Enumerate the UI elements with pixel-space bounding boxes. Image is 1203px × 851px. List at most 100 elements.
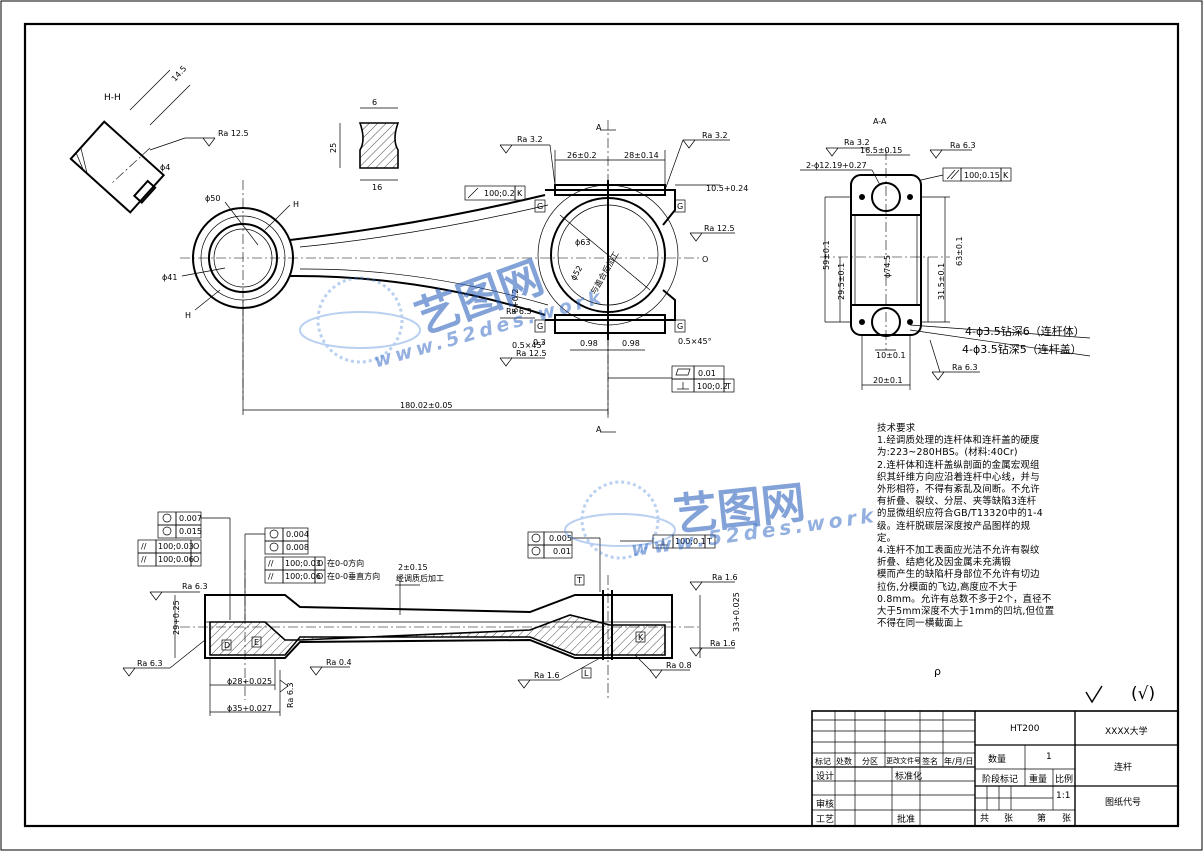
section-h-top: H (293, 200, 299, 209)
section-a-top: A (596, 123, 602, 132)
ra-side-7: Ra 1.6 (712, 573, 738, 582)
dim-25: 25 (329, 143, 338, 153)
technical-requirements: 技术要求 1.经调质处理的连杆体和连杆盖的硬度 为:223~280HBS。(材料… (877, 423, 1077, 630)
ra-front-2: Ra 3.2 (702, 131, 728, 140)
ra-side-4: Ra 6.3 (286, 682, 295, 708)
dim-10-5: 10.5+0.24 (706, 184, 748, 193)
section-hh: H-H 14.5 Ra 12.5 ϕ4 (69, 64, 249, 214)
ra-aa-1: Ra 3.2 (844, 138, 870, 147)
front-view: A A O H H ϕ50 ϕ41 ϕ63 ϕ52 与盖合后加工 26±0.2 … (162, 120, 748, 434)
tech-line: 织其纤维方向应沿着连杆中心线，并与 (877, 471, 1040, 483)
tech-line: 有折叠、裂纹、分层、夹等缺陷3连杆 (877, 496, 1037, 508)
tech-line: 模而产生的缺陷杆身部位不允许有切边 (877, 569, 1040, 581)
material: HT200 (1010, 724, 1040, 734)
tech-line: 为:223~280HBS。(材料:40Cr) (877, 447, 1018, 459)
drill-note-2: 4-ϕ3.5钻深5（连杆盖） (962, 342, 1082, 356)
tb-change: 更改文件号 (886, 757, 921, 765)
tech-line: 的显微组织应符合GB/T13320中的1-4 (877, 508, 1043, 520)
datum-d: D (224, 641, 230, 650)
chamfer-2: 0.5×45° (678, 337, 712, 346)
par-2: 100;0.06 (158, 555, 194, 564)
cyl-1: 0.015 (179, 527, 202, 536)
dim-14-5: 14.5 (170, 64, 189, 83)
drawing-no: 图纸代号 (1105, 798, 1142, 808)
inner-border (23, 22, 1180, 828)
ra-aa-2: Ra 6.3 (950, 141, 976, 150)
section-hh-label: H-H (104, 93, 121, 103)
ra-front-5: Ra 12.5 (516, 349, 547, 358)
cyl-2: 0.008 (286, 543, 309, 552)
perp-3-ref: T (706, 537, 712, 546)
dim-6-0-2: 6+0.2 (511, 288, 520, 313)
part-name: 连杆 (1114, 763, 1133, 773)
tech-title: 技术要求 (877, 423, 916, 434)
section-h-bottom: H (185, 311, 191, 320)
dim-59: 59±0.1 (822, 240, 831, 270)
checkmark-icon (1085, 685, 1103, 704)
circ-3: 0.005 (549, 534, 572, 543)
datum-k: K (638, 633, 644, 642)
par-4-ref: O (317, 572, 323, 581)
qty-value: 1 (1046, 752, 1052, 762)
note-0-0: 在0-0方向 (327, 558, 364, 568)
circ-1: 0.007 (179, 514, 202, 523)
qty-label: 数量 (988, 755, 1007, 765)
section-aa-label: A-A (873, 117, 887, 126)
ra-side-5: Ra 1.6 (534, 671, 560, 680)
dim-d4: ϕ4 (160, 163, 170, 172)
ra-side-2: Ra 6.3 (137, 659, 163, 668)
dim-16-5: 16.5±0.15 (860, 146, 902, 155)
dim-d35: ϕ35+0.027 (227, 704, 272, 713)
total-unit: 张 (1004, 814, 1014, 824)
par-3: 100;0.03 (285, 559, 321, 568)
datum-t: T (576, 576, 582, 585)
par-sym-1: // (141, 542, 147, 551)
par-ref: K (1003, 171, 1009, 180)
ra-side-6: Ra 0.8 (666, 661, 692, 670)
drill-note-1: 4-ϕ3.5钻深6（连杆体） (965, 324, 1085, 338)
dim-d63: ϕ63 (575, 238, 590, 247)
tb-process: 工艺 (816, 815, 835, 825)
pos-note: 经调质后加工 (396, 573, 444, 583)
dim-180: 180.02±0.05 (400, 401, 453, 410)
tech-line: 4.连杆不加工表面应光洁不允许有裂纹 (877, 545, 1040, 557)
dim-2-holes: 2-ϕ12.19+0.27 (806, 161, 867, 170)
ra-front-4: Ra 6.3 (506, 307, 532, 316)
dim-0-98b: 0.98 (622, 339, 640, 348)
note-0-0v: 在0-0垂直方向 (327, 571, 380, 581)
tech-mark: ρ (934, 665, 941, 678)
par-sym-2: // (141, 555, 147, 564)
dim-d74-5: ϕ74.5 (883, 255, 892, 278)
watermark-globe (299, 276, 676, 560)
sheet-label: 第 (1037, 814, 1047, 824)
stage-label: 阶段标记 (982, 775, 1019, 785)
ra-side-1: Ra 6.3 (182, 582, 208, 591)
tb-approve: 批准 (897, 815, 916, 825)
perp-value: 100;0.2 (697, 382, 728, 391)
ra-front-3: Ra 12.5 (704, 224, 735, 233)
dim-20: 20±0.1 (873, 376, 903, 385)
section-aa: A-A ϕ74.5 Ra 3.2 Ra 6.3 2-ϕ12.19+0.27 16… (800, 117, 1091, 390)
scale-value: 1:1 (1056, 791, 1071, 801)
weight-label: 重量 (1029, 775, 1048, 785)
runout-ref: K (517, 189, 523, 198)
par-3-ref: O (317, 559, 323, 568)
perp-ref: T (725, 382, 731, 391)
dim-d41: ϕ41 (162, 273, 177, 282)
sheet-unit: 张 (1062, 814, 1072, 824)
dim-2-0-15: 2±0.15 (398, 563, 428, 572)
dim-29: 29+0.25 (172, 600, 181, 635)
tb-review: 审核 (816, 800, 835, 810)
par-value: 100;0.15 (964, 171, 1000, 180)
section-a-bottom: A (596, 425, 602, 434)
rod-cross-section: 6 25 16 (329, 98, 400, 192)
tech-line: 0.8mm。允许有总数不多于2个，直径不 (877, 593, 1052, 605)
dim-16: 16 (372, 183, 382, 192)
par-sym-3: // (268, 559, 274, 568)
par-1-ref: O (193, 542, 199, 551)
datum-g-3: G (537, 322, 543, 331)
tech-line: 折叠、结疤化及因金属未充满锻 (877, 557, 1012, 569)
tech-line: 级。连杆脱碳层深度按产品图样的规 (877, 520, 1031, 532)
ra-front-1: Ra 3.2 (517, 135, 543, 144)
